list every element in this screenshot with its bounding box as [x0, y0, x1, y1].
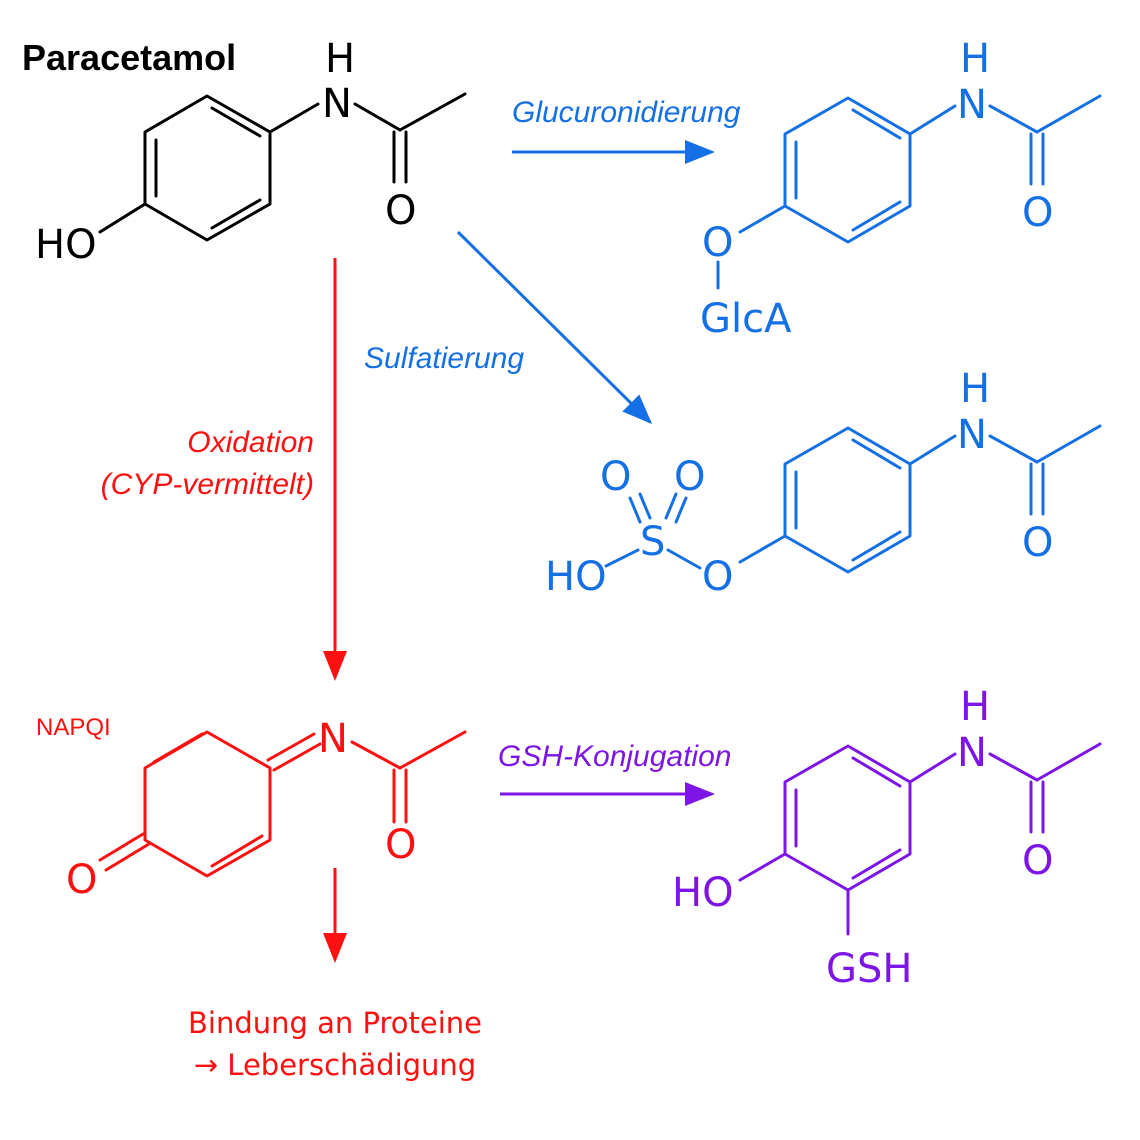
sulfate-h-atom: H: [960, 366, 990, 412]
glucuronidation-label: Glucuronidierung: [512, 96, 741, 129]
paracetamol-carbonyl-o-atom: O: [385, 188, 416, 234]
paracetamol-n-atom: N: [322, 81, 352, 127]
glucuronide-glca-group: GlcA: [700, 296, 792, 342]
sulfate-ring: [783, 426, 912, 574]
paracetamol-h-atom: H: [325, 36, 355, 82]
sulfate-oxo-o-atom-1: O: [600, 454, 631, 500]
sulfate-s-atom: S: [640, 519, 665, 565]
sulfate-structure: [604, 424, 1102, 574]
paracetamol-ring: [143, 94, 272, 242]
glucuronide-carbonyl-o-atom: O: [1022, 190, 1053, 236]
paracetamol-structure: [98, 92, 467, 242]
sulfate-ho-group: HO: [545, 554, 607, 600]
oxidation-label-line2: (CYP-vermittelt): [101, 468, 314, 501]
paracetamol-ho-group: HO: [35, 222, 97, 268]
napqi-carbonyl-o-atom: O: [385, 822, 416, 868]
gsh-conjugation-label: GSH-Konjugation: [498, 740, 731, 773]
napqi-ring: [143, 730, 272, 878]
napqi-quinone-o-atom: O: [66, 857, 97, 903]
gsh-conjugate-carbonyl-o-atom: O: [1022, 838, 1053, 884]
paracetamol-name: Paracetamol: [22, 37, 236, 78]
sulfate-carbonyl-o-atom: O: [1022, 520, 1053, 566]
napqi-name: NAPQI: [36, 714, 111, 741]
oxidation-label-line1: Oxidation: [187, 426, 314, 459]
sulfate-ether-o-atom: O: [702, 554, 733, 600]
sulfate-n-atom: N: [957, 412, 987, 458]
sulfation-arrow: [456, 230, 653, 425]
glucuronide-h-atom: H: [960, 36, 990, 82]
gsh-conjugate-structure: [738, 742, 1102, 936]
gsh-conjugate-h-atom: H: [960, 684, 990, 730]
napqi-n-atom: N: [318, 716, 348, 762]
gsh-conjugate-gsh-group: GSH: [826, 946, 912, 992]
gsh-conjugate-ring: [783, 744, 912, 892]
outcome-line1: Bindung an Proteine: [188, 1006, 482, 1040]
glucuronide-ring: [783, 96, 912, 244]
gsh-conjugate-ho-group: HO: [672, 870, 734, 916]
sulfation-label: Sulfatierung: [364, 342, 524, 375]
glucuronide-ether-o-atom: O: [702, 220, 733, 266]
glucuronide-n-atom: N: [957, 82, 987, 128]
sulfate-oxo-o-atom-2: O: [674, 454, 705, 500]
napqi-structure: [98, 730, 467, 878]
glucuronide-structure: [716, 94, 1102, 290]
outcome-line2: → Leberschädigung: [194, 1048, 476, 1082]
gsh-conjugate-n-atom: N: [957, 730, 987, 776]
